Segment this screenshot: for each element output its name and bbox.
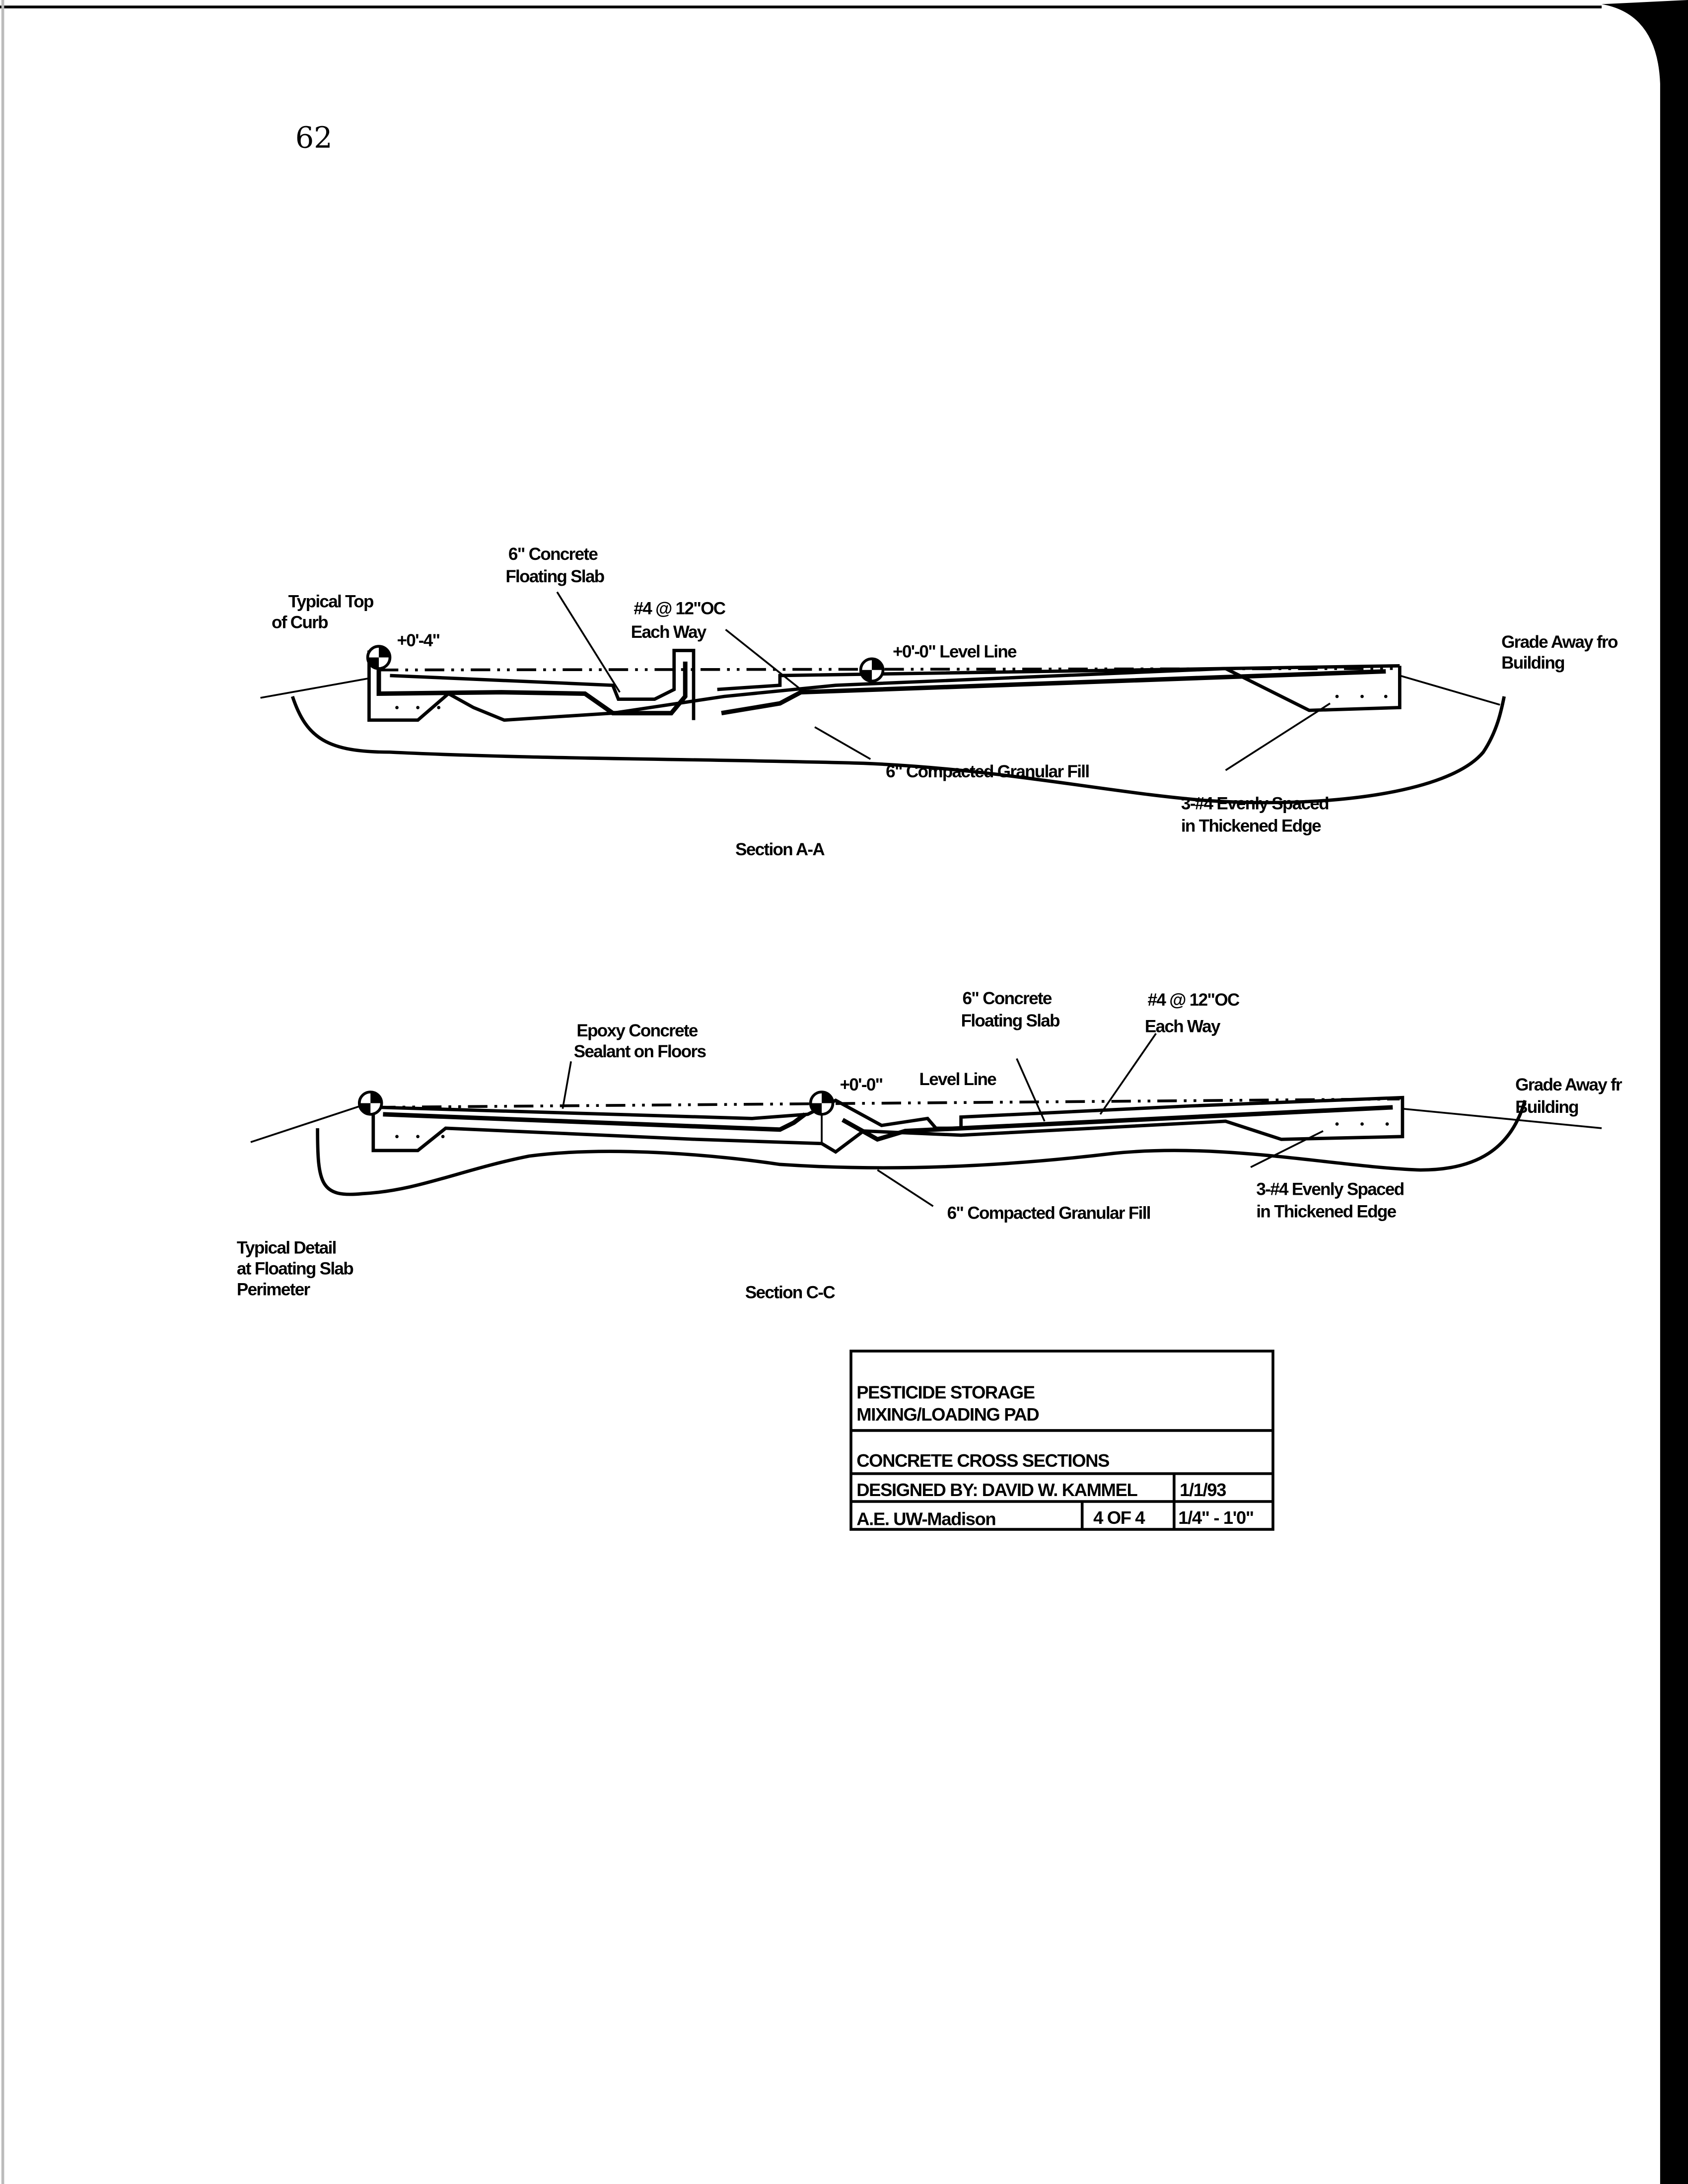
label-granular-fill: 6" Compacted Granular Fill [886, 762, 1089, 781]
granular-fill-outline [290, 695, 1506, 805]
right-scan-edge [1602, 0, 1688, 2184]
label-at-floating-slab: at Floating Slab [237, 1259, 353, 1279]
label-epoxy-concrete: Epoxy Concrete [576, 1021, 698, 1040]
section-cc-drawing [250, 1033, 1602, 1207]
level-line [376, 1097, 1400, 1109]
label-curb-elevation: +0'-4" [397, 631, 440, 650]
rebar-slab [383, 1105, 1393, 1142]
label-rebar: #4 @ 12"OC [1148, 990, 1240, 1010]
label-concrete: 6" Concrete [962, 989, 1052, 1008]
label-thickened-edge: in Thickened Edge [1181, 816, 1321, 835]
rebar-curb [376, 661, 688, 716]
ground-line-left [260, 677, 369, 699]
label-each-way: Each Way [1145, 1017, 1221, 1036]
elevation-marker-icon [859, 657, 885, 682]
label-of-curb: of Curb [272, 613, 328, 632]
label-rebar: #4 @ 12"OC [633, 599, 725, 618]
slab-outline [367, 650, 1402, 722]
label-floating-slab: Floating Slab [505, 567, 604, 586]
label-floating-slab: Floating Slab [961, 1011, 1059, 1030]
label-typical-top: Typical Top [288, 592, 373, 611]
label-evenly-spaced: 3-#4 Evenly Spaced [1256, 1180, 1404, 1199]
rebar-dots [395, 694, 1388, 709]
label-level-line: +0'-0" Level Line [893, 642, 1017, 661]
curb-outline [390, 649, 696, 720]
label-concrete: 6" Concrete [508, 545, 598, 564]
label-thickened-edge: in Thickened Edge [1256, 1202, 1396, 1222]
ground-line-left [250, 1100, 374, 1143]
elevation-marker-icon [357, 1091, 383, 1116]
section-cc-title: Section C-C [745, 1283, 836, 1302]
slab-top [717, 664, 1400, 691]
leader-lines [562, 1033, 1324, 1207]
granular-fill-outline [316, 1099, 1527, 1196]
page-number: 62 [295, 120, 333, 154]
title-block-drawing-title: CONCRETE CROSS SECTIONS [856, 1450, 1109, 1471]
label-level-line: Level Line [919, 1070, 996, 1089]
rebar-dots [395, 1122, 1389, 1139]
level-line [379, 667, 1393, 672]
title-block-organization: A.E. UW-Madison [856, 1509, 995, 1529]
elevation-marker-icon [366, 645, 392, 670]
title-block-sheet: 4 OF 4 [1093, 1507, 1145, 1528]
label-elevation: +0'-0" [840, 1075, 883, 1094]
title-block-project-line-1: PESTICIDE STORAGE [856, 1382, 1034, 1402]
label-granular-fill: 6" Compacted Granular Fill [947, 1203, 1150, 1223]
label-sealant: Sealant on Floors [574, 1042, 706, 1061]
label-perimeter: Perimeter [237, 1280, 311, 1299]
label-typical-detail: Typical Detail [237, 1238, 336, 1258]
ground-line-right [1399, 675, 1500, 706]
title-block [849, 1350, 1274, 1531]
label-each-way: Each Way [631, 622, 707, 642]
slab-outline [371, 1095, 1405, 1154]
title-block-date: 1/1/93 [1180, 1480, 1226, 1500]
label-building: Building [1501, 653, 1564, 673]
rebar-slab [721, 669, 1386, 716]
ground-line-right [1402, 1107, 1602, 1129]
leader-lines [556, 591, 1331, 771]
label-grade-away: Grade Away fro [1501, 632, 1618, 652]
title-block-project-line-2: MIXING/LOADING PAD [856, 1404, 1039, 1425]
elevation-marker-icon [809, 1091, 835, 1116]
label-building: Building [1515, 1097, 1578, 1117]
section-aa-drawing [260, 591, 1506, 805]
label-evenly-spaced: 3-#4 Evenly Spaced [1181, 794, 1329, 813]
label-grade-away: Grade Away fr [1515, 1075, 1622, 1094]
title-block-scale: 1/4" - 1'0" [1178, 1507, 1253, 1528]
section-aa-title: Section A-A [735, 840, 825, 859]
title-block-designer: DESIGNED BY: DAVID W. KAMMEL [856, 1480, 1137, 1500]
